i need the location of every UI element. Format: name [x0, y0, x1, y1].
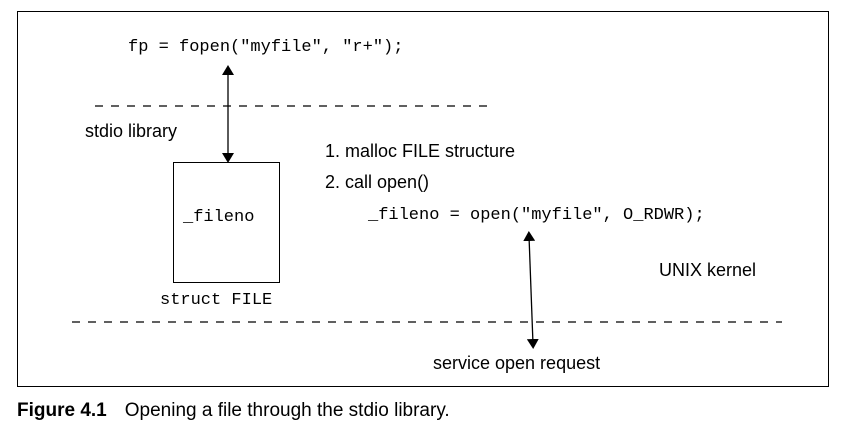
fileno-field: _fileno [183, 208, 255, 227]
service-open-request-label: service open request [433, 353, 601, 373]
stdio-library-label: stdio library [85, 121, 178, 141]
unix-kernel-label: UNIX kernel [659, 260, 757, 280]
fopen-code: fp = fopen("myfile", "r+"); [128, 38, 404, 57]
file-struct-box [173, 162, 280, 283]
caption-text: Opening a file through the stdio library… [124, 400, 450, 421]
figure-caption: Figure 4.1 Opening a file through the std… [17, 400, 450, 422]
open-code: _fileno = open("myfile", O_RDWR); [368, 206, 705, 225]
figure-frame [17, 11, 829, 387]
step-1-text: 1. malloc FILE structure [325, 141, 516, 161]
figure-number: Figure 4.1 [17, 400, 107, 421]
step-2-text: 2. call open() [325, 172, 430, 192]
struct-file-label: struct FILE [160, 291, 273, 310]
open-arrow [523, 231, 539, 349]
